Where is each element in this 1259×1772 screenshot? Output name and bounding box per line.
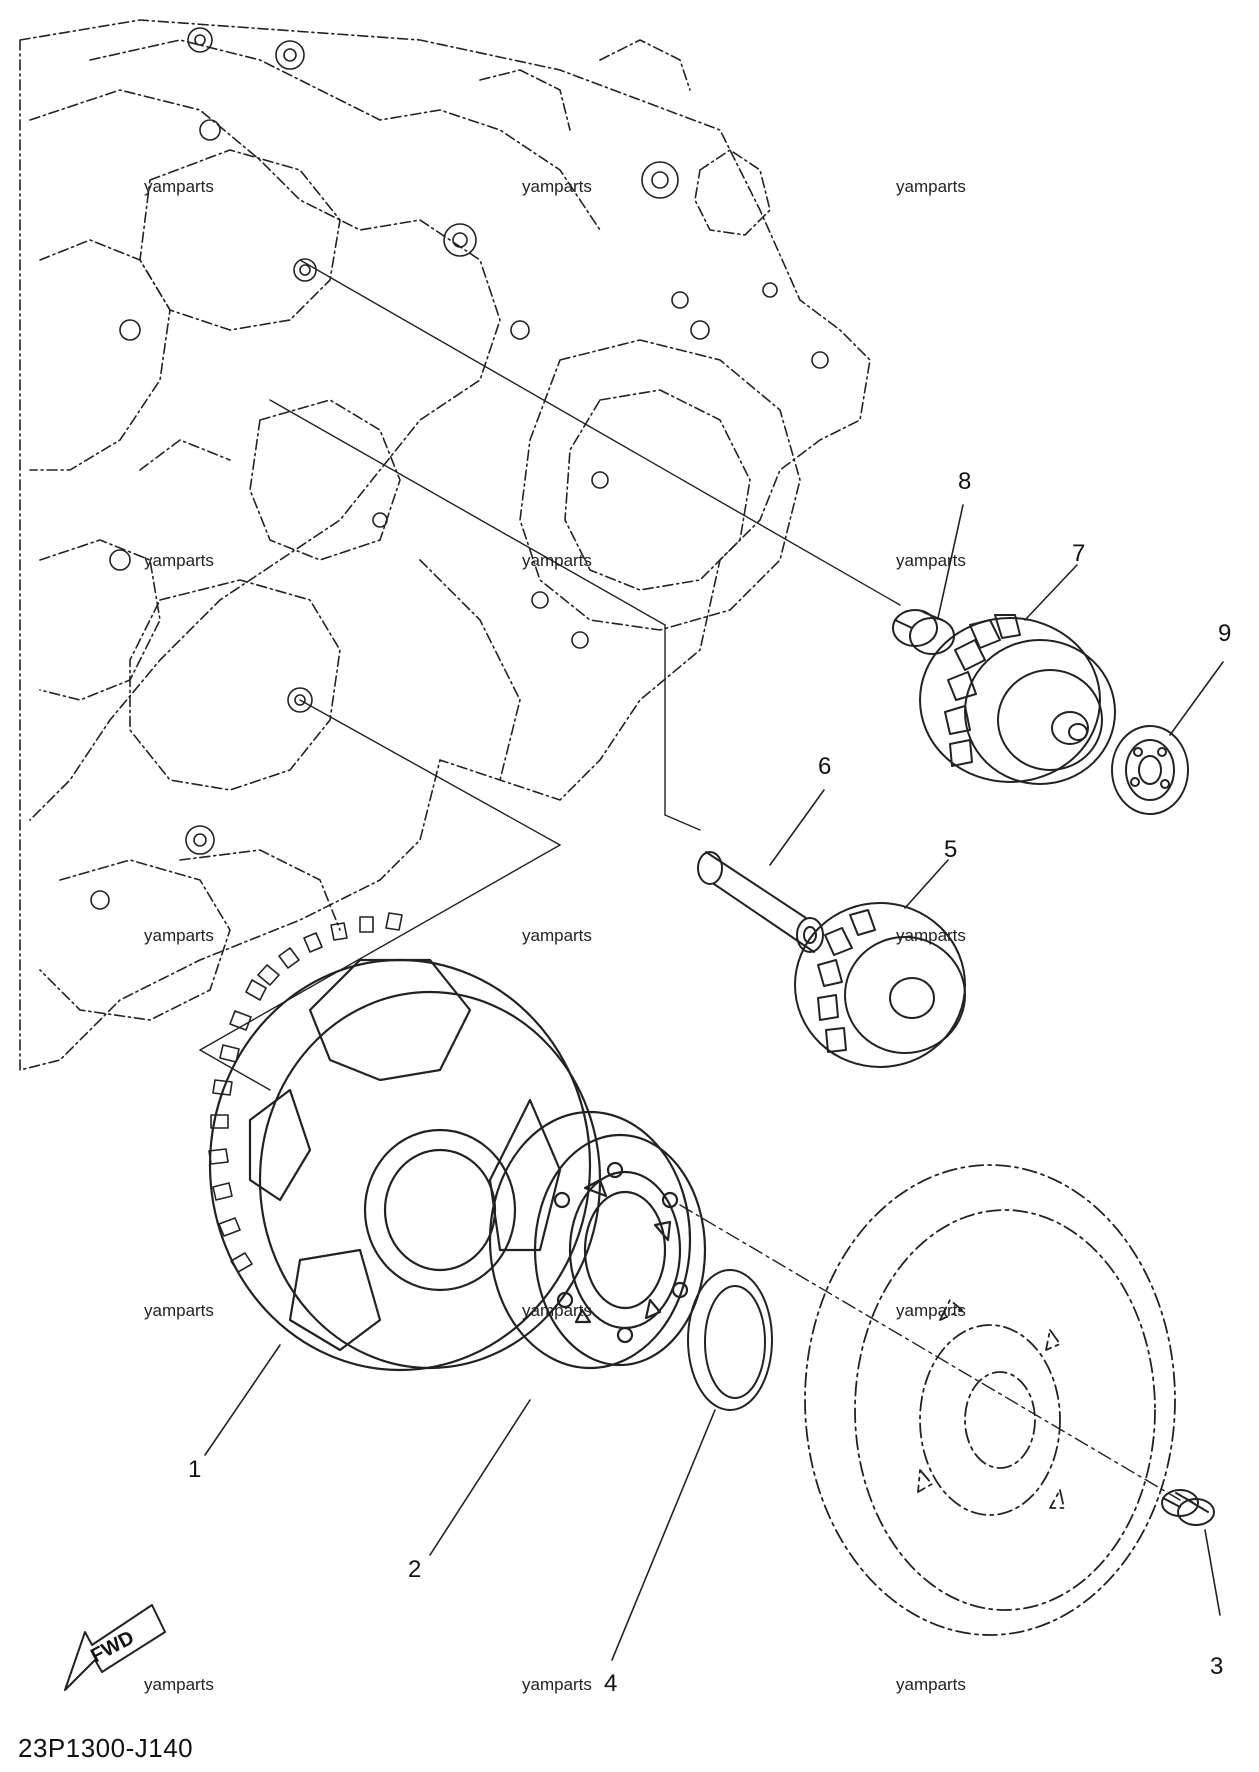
alignment-lines: [199, 259, 1181, 1501]
callout-8: 8: [958, 468, 972, 495]
callout-1: 1: [188, 1456, 202, 1483]
callout-6: 6: [818, 753, 832, 780]
part-2-starter-clutch: [488, 1110, 707, 1370]
crankcase-bolt-holes: [90, 27, 829, 910]
watermark: yamparts: [896, 926, 966, 945]
part-7-gear: [919, 614, 1116, 785]
watermark: yamparts: [144, 177, 214, 196]
watermark: yamparts: [522, 1301, 592, 1320]
part-5-gear: [794, 902, 966, 1068]
diagram-code: 23P1300-J140: [18, 1733, 194, 1763]
watermark: yamparts: [896, 1301, 966, 1320]
watermark: yamparts: [522, 926, 592, 945]
watermark: yamparts: [144, 1675, 214, 1694]
watermark: yamparts: [144, 1301, 214, 1320]
callout-leaders: [204, 504, 1224, 1661]
crankcase-outline: [19, 19, 871, 1071]
callout-4: 4: [604, 1670, 618, 1697]
watermark: yamparts: [896, 551, 966, 570]
callout-9: 9: [1218, 620, 1232, 647]
callout-5: 5: [944, 836, 958, 863]
watermark: yamparts: [522, 1675, 592, 1694]
watermark: yamparts: [896, 177, 966, 196]
part-4-washer: [687, 1269, 773, 1411]
part-1-large-gear: [208, 912, 602, 1372]
watermark: yamparts: [144, 926, 214, 945]
part-8-bush: [892, 609, 955, 655]
watermark: yamparts: [896, 1675, 966, 1694]
part-9-bearing: [1111, 725, 1189, 815]
fwd-arrow-icon: [64, 1604, 166, 1691]
callout-3: 3: [1210, 1653, 1224, 1680]
watermark: yamparts: [522, 551, 592, 570]
watermark: yamparts: [144, 551, 214, 570]
part-3-bolt: [1161, 1489, 1215, 1526]
callout-7: 7: [1072, 540, 1086, 567]
part-6-shaft: [697, 851, 824, 953]
callout-2: 2: [408, 1556, 422, 1583]
large-gear-teeth: [208, 912, 403, 1273]
watermark: yamparts: [522, 177, 592, 196]
generator-cover-phantom: [804, 1164, 1176, 1636]
